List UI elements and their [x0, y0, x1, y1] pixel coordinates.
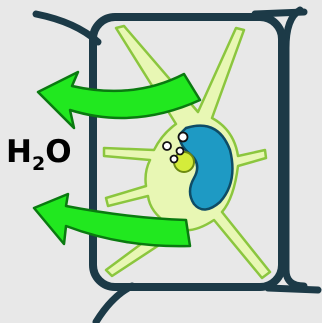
cell-wall [89, 13, 286, 291]
arrow-left-icon [36, 70, 202, 130]
water-label-subscript: 2 [32, 153, 45, 175]
neighbor-wall-top-left [32, 10, 102, 46]
vesicle [177, 131, 189, 143]
neighbor-wall-right [282, 6, 308, 290]
arrow-left-icon [32, 192, 192, 248]
vesicle [175, 146, 185, 156]
water-label-o: O [45, 134, 71, 170]
vesicles [162, 131, 189, 164]
water-label-h: H [6, 134, 32, 170]
neighbor-wall-bottom-right [264, 284, 322, 294]
vesicle [169, 154, 179, 164]
neighbor-wall-bottom-left [92, 282, 136, 323]
water-label: H2O [6, 134, 72, 175]
vesicle [162, 141, 172, 151]
